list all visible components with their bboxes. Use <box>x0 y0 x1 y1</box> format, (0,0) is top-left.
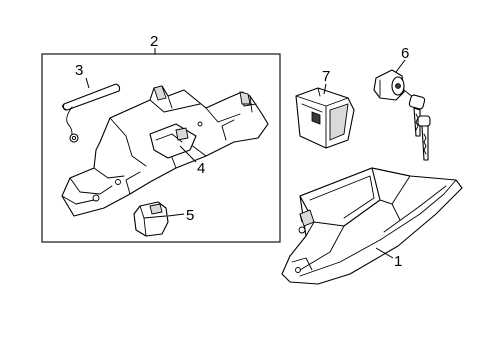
callout-3-lid-leader <box>299 213 303 223</box>
callout-3-leader <box>85 77 90 89</box>
callout-3-label: 3 <box>75 62 83 79</box>
callout-7-leader <box>323 83 327 95</box>
callout-1-label: 1 <box>394 253 402 270</box>
housing-bracket-icon <box>149 123 197 159</box>
callout-5-label: 5 <box>186 207 194 224</box>
switch-module-icon <box>295 87 355 149</box>
latch-icon <box>133 201 169 237</box>
callout-5-leader <box>167 213 185 217</box>
callout-4-label: 4 <box>197 160 205 177</box>
callout-7-label: 7 <box>322 68 330 85</box>
callout-2-label: 2 <box>150 33 158 50</box>
callout-6-leader <box>395 59 406 73</box>
callout-6-label: 6 <box>401 45 409 62</box>
assembly-frame <box>41 53 281 243</box>
glove-box-lid-icon <box>281 167 463 285</box>
callout-1-leader <box>375 247 394 259</box>
damper-rod-icon <box>62 83 121 143</box>
lock-cylinder-with-keys-icon <box>373 69 431 161</box>
callout-4-leader <box>179 145 197 163</box>
